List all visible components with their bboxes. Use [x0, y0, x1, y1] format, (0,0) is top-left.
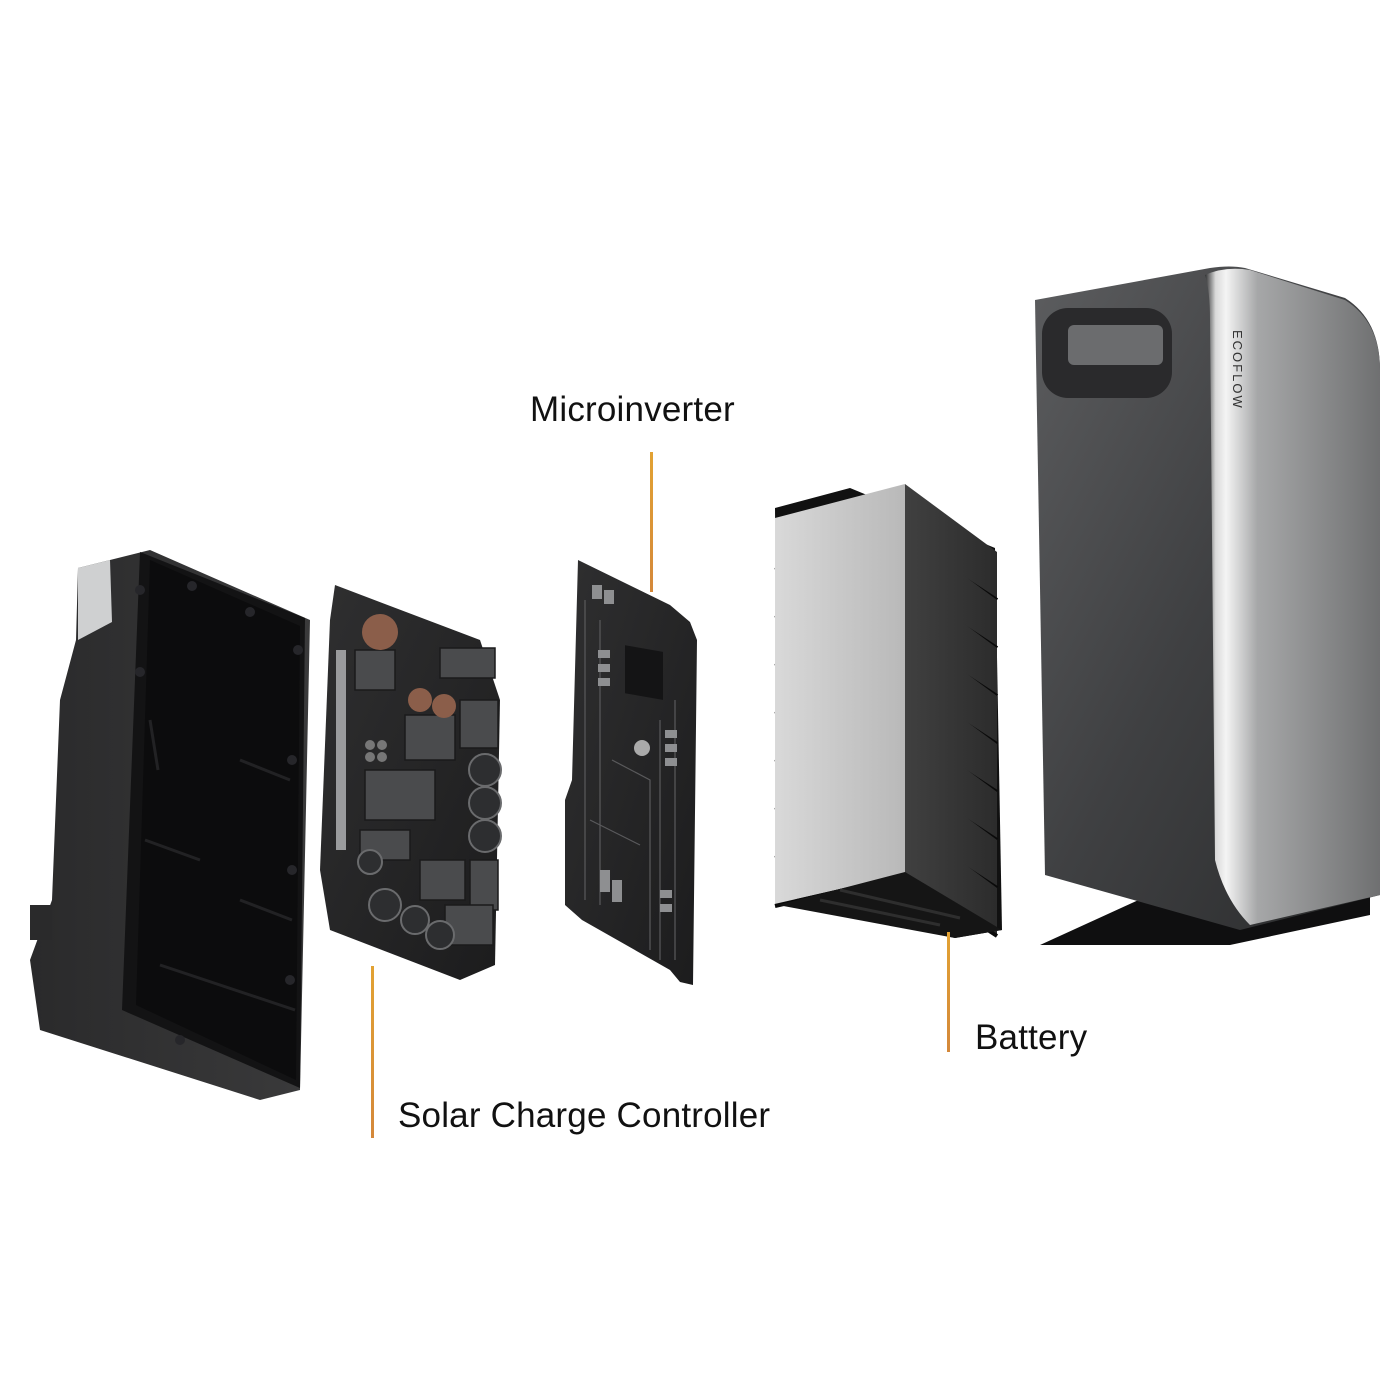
leader-line-solar-charge-controller [371, 966, 374, 1138]
leader-line-battery [947, 932, 950, 1052]
label-battery: Battery [975, 1018, 1088, 1057]
outer-casing-illustration: ECOFLOW [1035, 266, 1380, 945]
label-solar-charge-controller: Solar Charge Controller [398, 1096, 771, 1135]
brand-text: ECOFLOW [1230, 330, 1245, 410]
leader-line-microinverter [650, 452, 653, 592]
battery-illustration [773, 484, 1002, 938]
battery-cells [773, 484, 999, 938]
label-microinverter: Microinverter [530, 390, 735, 429]
solar-charge-controller-illustration [320, 585, 502, 980]
microinverter-illustration [565, 560, 697, 985]
rear-housing-illustration [30, 550, 310, 1100]
